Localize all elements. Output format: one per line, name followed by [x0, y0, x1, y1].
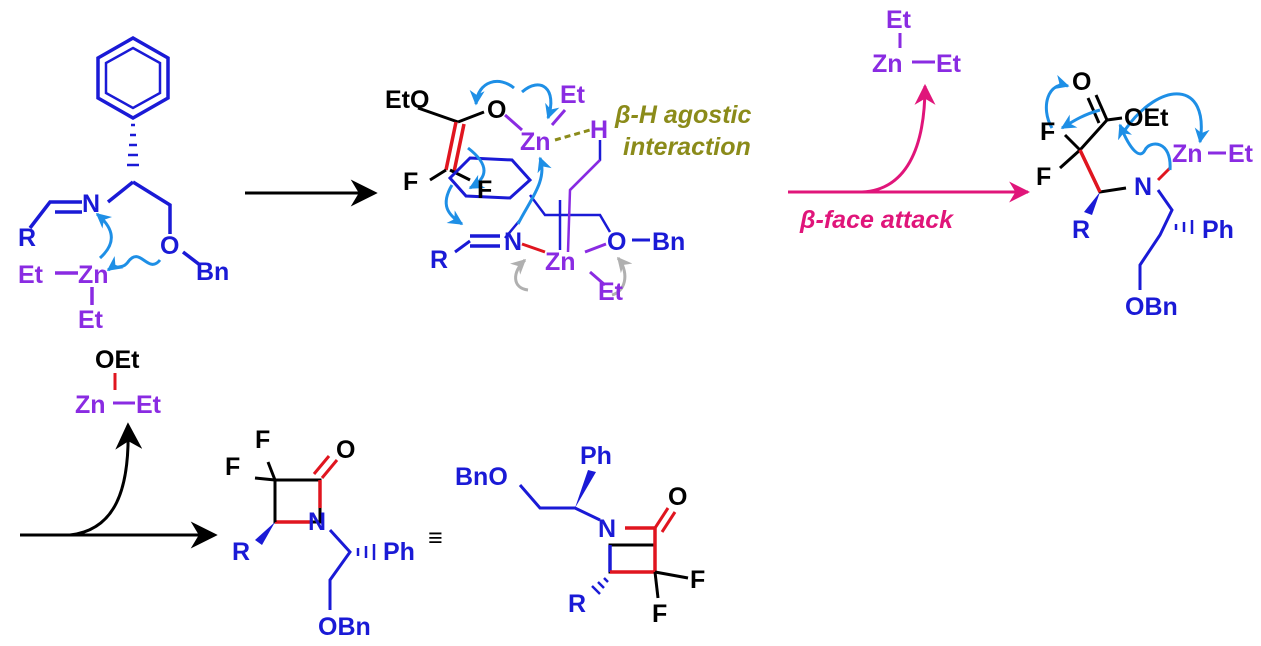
transition-state: EtO O F F Zn Et H β-H agostic interactio… — [385, 79, 751, 306]
adduct-fluorine-2-label: F — [1036, 163, 1051, 191]
ts-benzyl-label: Bn — [652, 228, 685, 256]
alt-carbonyl-o-label: O — [668, 483, 687, 511]
alt-r-label: R — [568, 590, 586, 618]
ts-r-label: R — [430, 246, 448, 274]
ts-ethyl-bottom-label: Et — [598, 278, 624, 306]
adduct-r-label: R — [1072, 216, 1090, 244]
ts-zinc-top-label: Zn — [520, 128, 551, 156]
imine-n-label: N — [82, 190, 100, 218]
released-ethyl-top-label: Et — [886, 6, 912, 34]
lactam-fluorine-2-label: F — [225, 453, 240, 481]
agostic-label-line2: interaction — [623, 133, 751, 161]
lactam-benzyloxy-label: OBn — [318, 613, 371, 641]
face-attack-label: β-face attack — [799, 206, 954, 234]
ethyl-bottom-label: Et — [78, 306, 104, 334]
released-ethyl-label-2: Et — [136, 391, 162, 419]
ts-fluorine-1-label: F — [403, 168, 418, 196]
ts-n-label: N — [504, 228, 522, 256]
adduct-benzyloxy-label: OBn — [1125, 293, 1178, 321]
alt-fluorine-1-label: F — [690, 566, 705, 594]
beta-lactam-alt-view: BnO Ph N O R F F — [455, 442, 705, 628]
ts-ethyl-top-label: Et — [560, 81, 586, 109]
adduct-zinc-label: Zn — [1172, 140, 1203, 168]
released-ethyl-right-label: Et — [936, 50, 962, 78]
ts-ether-o-label: O — [607, 228, 626, 256]
beta-lactam-product: F F O N R Ph OBn — [225, 426, 415, 641]
adduct-fluorine-1-label: F — [1040, 118, 1055, 146]
imine-zinc-complex: R N O Bn Zn Et Et — [18, 35, 229, 334]
adduct-ethyl-label: Et — [1228, 140, 1254, 168]
lactam-phenyl-label: Ph — [383, 538, 415, 566]
released-zinc-label: Zn — [872, 50, 903, 78]
released-diethylzinc: Et Zn Et — [872, 6, 962, 78]
released-ethylzinc-ethoxide: OEt Zn Et — [75, 346, 162, 419]
ether-o-label: O — [160, 232, 179, 260]
alt-benzyloxy-label: BnO — [455, 463, 508, 491]
ts-hydrogen-label: H — [590, 116, 608, 144]
adduct-n-label: N — [1134, 173, 1152, 201]
reaction-arrow-3 — [20, 422, 218, 549]
benzyl-label: Bn — [196, 258, 229, 286]
lactam-r-label: R — [232, 538, 250, 566]
ts-ethoxy-label: EtO — [385, 86, 429, 114]
lactam-carbonyl-o-label: O — [336, 436, 355, 464]
released-zinc-label-2: Zn — [75, 391, 106, 419]
alt-n-label: N — [598, 515, 616, 543]
alt-fluorine-2-label: F — [652, 600, 667, 628]
ts-fluorine-2-label: F — [477, 176, 492, 204]
zinc-adduct: O OEt F F N Zn Et R Ph OBn — [1036, 68, 1254, 321]
adduct-phenyl-label: Ph — [1202, 216, 1234, 244]
imine-r-label: R — [18, 224, 36, 252]
adduct-carbonyl-o-label: O — [1072, 68, 1091, 96]
released-ethoxy-label: OEt — [95, 346, 140, 374]
equivalence-sign: ≡ — [428, 524, 443, 552]
lactam-fluorine-1-label: F — [255, 426, 270, 454]
ethyl-left-label: Et — [18, 261, 44, 289]
reaction-arrow-2: β-face attack — [788, 83, 1031, 234]
adduct-ethoxy-label: OEt — [1124, 104, 1169, 132]
ts-carbonyl-o-label: O — [487, 96, 506, 124]
ts-zinc-bottom-label: Zn — [545, 248, 576, 276]
agostic-label-line1: β-H agostic — [614, 101, 751, 129]
zinc-label: Zn — [78, 261, 109, 289]
alt-phenyl-label: Ph — [580, 442, 612, 470]
lactam-n-label: N — [308, 508, 326, 536]
